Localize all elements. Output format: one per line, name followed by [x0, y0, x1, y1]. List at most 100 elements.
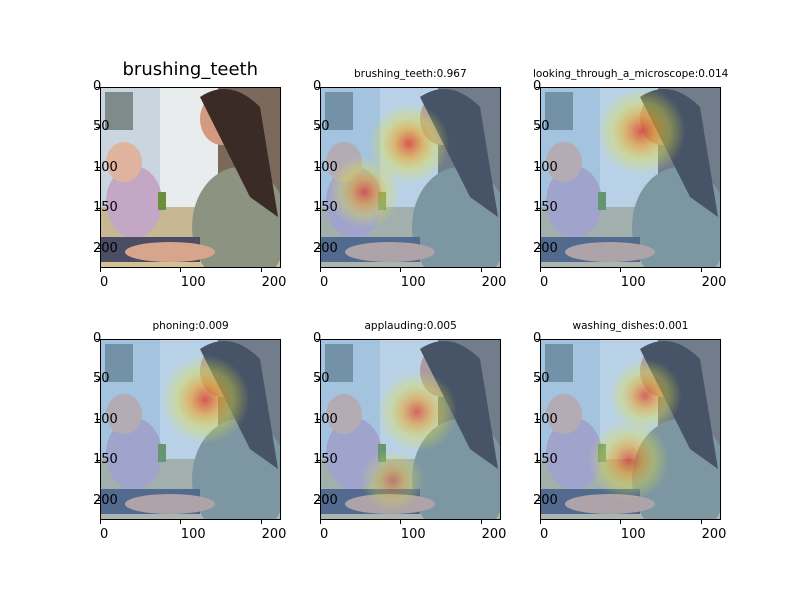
heatmap-image: [100, 339, 281, 520]
axes-frame: [100, 87, 281, 268]
heatmap-image: [540, 339, 721, 520]
x-tick: [701, 520, 703, 524]
heatmap-image: [320, 87, 501, 268]
y-tick: [96, 86, 100, 88]
x-tick-label: 0: [320, 527, 329, 542]
x-tick-label: 100: [180, 275, 206, 290]
x-tick-label: 200: [261, 275, 287, 290]
x-tick: [400, 520, 402, 524]
x-tick: [319, 268, 321, 272]
axes-frame: [540, 339, 721, 520]
x-tick: [99, 268, 101, 272]
y-tick-label: 200: [313, 492, 338, 508]
y-tick-label: 0: [533, 79, 542, 94]
y-tick: [316, 248, 320, 250]
y-tick: [316, 419, 320, 421]
y-tick-label: 0: [93, 79, 102, 94]
x-tick-label: 100: [180, 527, 206, 542]
y-tick-label: 200: [533, 240, 558, 256]
y-tick-label: 150: [313, 200, 338, 216]
x-tick-label: 0: [540, 275, 549, 290]
subplot-title: washing_dishes:0.001: [572, 320, 689, 332]
subplot-title: brushing_teeth:0.967: [354, 68, 467, 80]
y-tick-label: 200: [313, 240, 338, 256]
y-tick: [536, 338, 540, 340]
x-tick-label: 0: [100, 527, 109, 542]
x-tick-label: 0: [100, 275, 109, 290]
x-tick: [620, 520, 622, 524]
y-tick-label: 100: [93, 159, 118, 175]
y-tick-label: 200: [93, 492, 118, 508]
y-tick: [316, 500, 320, 502]
y-tick-label: 200: [93, 240, 118, 256]
y-tick-label: 150: [533, 452, 558, 468]
x-tick: [180, 268, 182, 272]
y-tick: [96, 378, 100, 380]
x-tick-label: 200: [481, 275, 507, 290]
y-tick-label: 50: [313, 119, 330, 135]
subplot-title: phoning:0.009: [152, 320, 229, 332]
y-tick-label: 200: [533, 492, 558, 508]
y-tick: [316, 167, 320, 169]
x-tick: [261, 268, 263, 272]
heatmap-image: [320, 339, 501, 520]
y-tick-label: 150: [93, 452, 118, 468]
y-tick-label: 100: [313, 159, 338, 175]
y-tick: [96, 207, 100, 209]
y-tick-label: 50: [93, 371, 110, 387]
y-tick: [96, 459, 100, 461]
subplot-6: washing_dishes:0.001 0 100 200 0 50 100 150 200: [533, 320, 726, 542]
y-tick-label: 50: [93, 119, 110, 135]
y-tick: [536, 86, 540, 88]
x-tick-label: 0: [320, 275, 329, 290]
y-tick: [536, 248, 540, 250]
y-tick: [536, 207, 540, 209]
subplot-3: looking_through_a_microscope:0.014 0 100 2…: [533, 68, 728, 290]
subplot-title: looking_through_a_microscope:0.014: [533, 68, 729, 80]
y-tick-label: 0: [93, 331, 102, 346]
x-tick: [180, 520, 182, 524]
x-tick: [481, 520, 483, 524]
y-tick-label: 0: [533, 331, 542, 346]
y-tick-label: 50: [533, 371, 550, 387]
x-tick-label: 100: [400, 527, 426, 542]
x-tick-label: 0: [540, 527, 549, 542]
y-tick-label: 150: [93, 200, 118, 216]
y-tick-label: 100: [533, 411, 558, 427]
subplot-4: phoning:0.009 0 100 200 0 50 100 150 200: [93, 320, 286, 542]
y-tick-label: 150: [313, 452, 338, 468]
x-tick-label: 200: [481, 527, 507, 542]
y-tick-label: 0: [313, 331, 322, 346]
y-tick: [96, 500, 100, 502]
x-tick-label: 100: [400, 275, 426, 290]
y-tick-label: 100: [93, 411, 118, 427]
axes-frame: [320, 87, 501, 268]
x-tick: [539, 520, 541, 524]
x-tick-label: 200: [261, 527, 287, 542]
x-tick: [539, 268, 541, 272]
y-tick: [316, 338, 320, 340]
y-tick: [536, 167, 540, 169]
subplot-title: applauding:0.005: [364, 320, 457, 332]
y-tick: [96, 248, 100, 250]
y-tick-label: 100: [313, 411, 338, 427]
y-tick-label: 50: [533, 119, 550, 135]
axes-frame: [100, 339, 281, 520]
y-tick: [96, 167, 100, 169]
x-tick: [620, 268, 622, 272]
y-tick-label: 150: [533, 200, 558, 216]
x-tick: [701, 268, 703, 272]
x-tick-label: 100: [620, 527, 646, 542]
y-tick: [536, 459, 540, 461]
x-tick-label: 200: [701, 527, 727, 542]
y-tick: [316, 378, 320, 380]
y-tick: [316, 86, 320, 88]
y-tick: [316, 126, 320, 128]
y-tick-label: 100: [533, 159, 558, 175]
axes-frame: [320, 339, 501, 520]
axes-frame: [540, 87, 721, 268]
